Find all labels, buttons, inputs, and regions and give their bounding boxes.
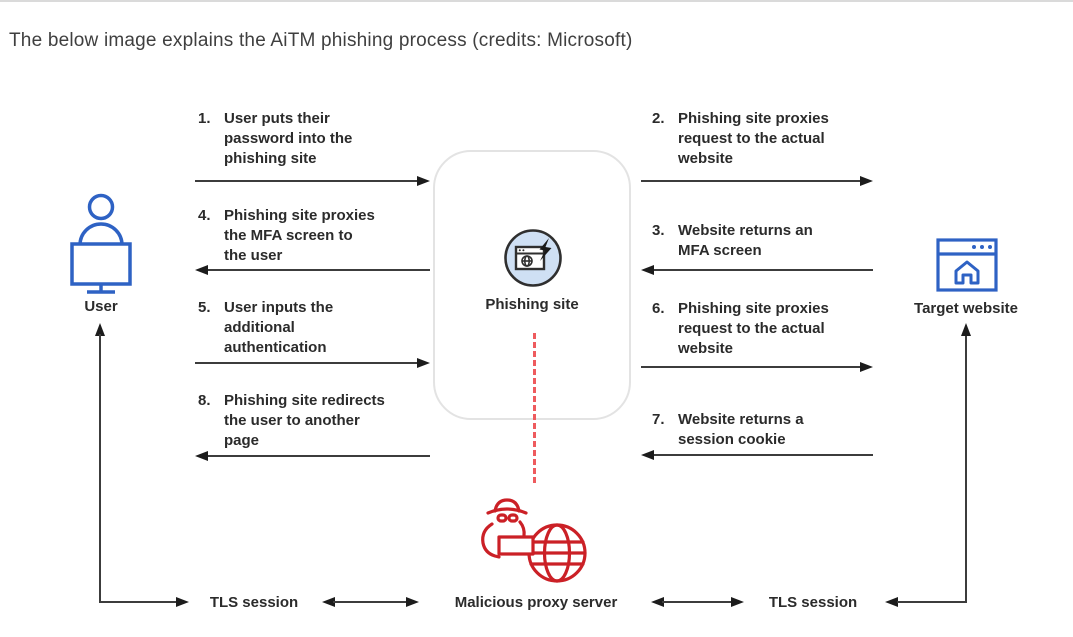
step-3: 3. Website returns an MFA screen [652,221,868,261]
user-label: User [84,298,118,315]
step-7-text: Website returns a session cookie [678,411,804,448]
step-5-text: User inputs the additional authenticatio… [224,299,334,356]
step-7-number: 7. [652,411,665,428]
target-website-icon [936,238,998,292]
target-website-label: Target website [914,300,1018,317]
step-8-number: 8. [198,392,211,409]
step-6-number: 6. [652,300,665,317]
step-5-number: 5. [198,299,211,316]
step-5: 5. User inputs the additional authentica… [198,298,404,358]
step-8: 8. Phishing site redirects the user to a… [198,391,404,451]
step-2-number: 2. [652,110,665,127]
tls-session-right-label: TLS session [768,594,858,611]
step-4-text: Phishing site proxies the MFA screen to … [224,207,375,264]
step-6-text: Phishing site proxies request to the act… [678,300,829,357]
step-3-text: Website returns an MFA screen [678,222,813,259]
step-4: 4. Phishing site proxies the MFA screen … [198,206,404,266]
malicious-proxy-icon [478,496,592,588]
step-2-text: Phishing site proxies request to the act… [678,110,829,167]
phishing-site-label: Phishing site [485,296,579,313]
malicious-proxy-label: Malicious proxy server [454,594,618,611]
page-title: The below image explains the AiTM phishi… [9,30,633,51]
step-4-number: 4. [198,207,211,224]
step-3-number: 3. [652,222,665,239]
step-1-number: 1. [198,110,211,127]
tls-session-left-label: TLS session [209,594,299,611]
user-icon [69,192,133,296]
step-2: 2. Phishing site proxies request to the … [652,109,868,169]
step-6: 6. Phishing site proxies request to the … [652,299,868,359]
step-7: 7. Website returns a session cookie [652,410,868,450]
step-1: 1. User puts their password into the phi… [198,109,404,169]
step-8-text: Phishing site redirects the user to anot… [224,392,385,449]
phishing-site-icon [503,228,563,288]
step-1-text: User puts their password into the phishi… [224,110,353,167]
phishing-to-proxy-dashed-line [533,333,536,483]
